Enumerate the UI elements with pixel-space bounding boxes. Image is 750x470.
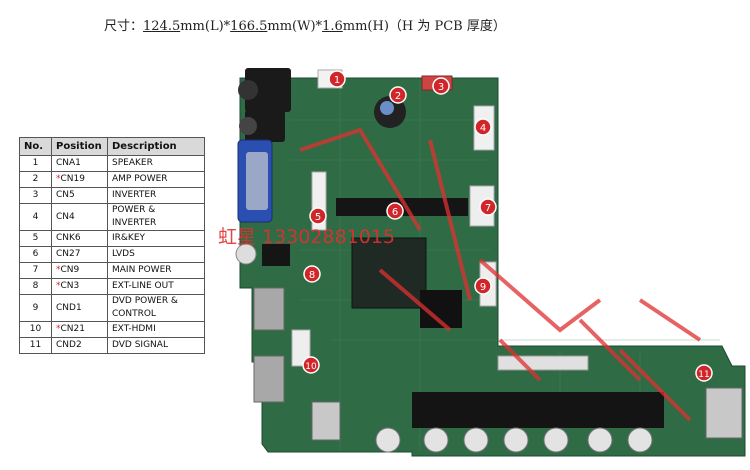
hdmi-port (253, 355, 285, 403)
changed-marker: * (56, 324, 61, 334)
svg-text:2: 2 (395, 91, 401, 102)
dims-prefix: 尺寸： (104, 19, 144, 34)
line-out-connector (262, 244, 290, 266)
dims-length: 124.5 (143, 19, 181, 34)
description-line: CONTROL (112, 309, 156, 319)
marker-9: 9 (474, 277, 492, 295)
marker-2: 2 (389, 86, 407, 104)
marker-10: 10 (302, 356, 320, 374)
marker-4: 4 (474, 118, 492, 136)
position-label: CN21 (60, 324, 85, 334)
table-header-row: No. Position Description (19, 137, 205, 156)
dims-length-unit: mm(L)* (180, 19, 231, 34)
position-label: CN5 (56, 190, 75, 200)
marker-8: 8 (303, 265, 321, 283)
dims-height-unit: mm(H)（H 为 PCB 厚度） (342, 19, 506, 34)
svg-text:5: 5 (315, 212, 321, 223)
dims-width-unit: mm(W)* (267, 19, 323, 34)
marker-7: 7 (479, 198, 497, 216)
changed-marker: * (56, 281, 61, 291)
description-line: IR&KEY (112, 233, 146, 243)
header-description: Description (107, 137, 205, 156)
description-line: MAIN POWER (112, 265, 172, 275)
cell-description: DVD SIGNAL (107, 337, 205, 354)
svg-text:6: 6 (392, 207, 398, 218)
header-position: Position (51, 137, 108, 156)
svg-text:4: 4 (480, 123, 486, 134)
svg-text:7: 7 (485, 203, 491, 214)
cell-description: POWER & INVERTER (107, 203, 205, 231)
cell-position: CN4 (51, 203, 108, 231)
svg-text:11: 11 (698, 370, 709, 380)
marker-5: 5 (309, 207, 327, 225)
description-line: INVERTER (112, 190, 157, 200)
position-label: CND1 (56, 302, 82, 313)
position-label: CNA1 (56, 158, 81, 168)
description-line: EXT-LINE OUT (112, 281, 174, 291)
changed-marker: * (56, 174, 61, 184)
marker-3: 3 (432, 77, 450, 95)
dims-height: 1.6 (322, 19, 343, 34)
svg-text:1: 1 (334, 75, 340, 86)
audio-jack (245, 68, 291, 112)
table-row: 4 CN4 POWER & INVERTER (19, 203, 205, 231)
marker-11: 11 (695, 364, 713, 382)
description-line: DVD POWER & (112, 296, 178, 306)
description-line: LVDS (112, 249, 135, 259)
position-label: CN27 (56, 249, 81, 259)
marker-6: 6 (386, 202, 404, 220)
description-line: AMP POWER (112, 174, 168, 184)
description-line: EXT-HDMI (112, 324, 156, 334)
rca-jack (235, 243, 257, 265)
svg-text:3: 3 (438, 82, 444, 93)
svg-text:10: 10 (305, 362, 317, 372)
dvd-signal-connector (497, 355, 589, 371)
position-label: CN3 (60, 281, 80, 291)
av-connector-strip (412, 392, 664, 428)
rca-jacks (375, 427, 653, 453)
marker-1: 1 (328, 70, 346, 88)
audio-jack (245, 110, 285, 142)
description-line: INVERTER (112, 218, 157, 228)
cell-no: 11 (19, 337, 52, 354)
svg-text:9: 9 (480, 282, 486, 293)
cell-position: CND1 (51, 294, 108, 322)
position-label: CN19 (60, 174, 85, 184)
dims-width: 166.5 (230, 19, 268, 34)
description-line: SPEAKER (112, 158, 153, 168)
position-label: CN4 (56, 211, 75, 222)
changed-marker: * (56, 265, 61, 275)
usb-port (311, 401, 341, 441)
svg-text:8: 8 (309, 270, 315, 281)
description-line: DVD SIGNAL (112, 340, 168, 350)
right-usb-port (705, 387, 743, 439)
hdmi-port (253, 287, 285, 331)
watermark-strokes (299, 127, 702, 422)
cell-description: DVD POWER & CONTROL (107, 294, 205, 322)
table-row: 11 CND2 DVD SIGNAL (19, 337, 205, 354)
position-label: CN9 (60, 265, 80, 275)
ext-hdmi-connector (291, 329, 311, 367)
board-dimensions: 尺寸：124.5mm(L)*166.5mm(W)*1.6mm(H)（H 为 PC… (104, 15, 506, 34)
description-line: POWER & (112, 205, 156, 215)
watermark-text: 虹星 13302881015 (218, 226, 395, 248)
cell-no: 4 (19, 203, 52, 231)
position-label: CNK6 (56, 233, 81, 243)
position-label: CND2 (56, 340, 82, 350)
